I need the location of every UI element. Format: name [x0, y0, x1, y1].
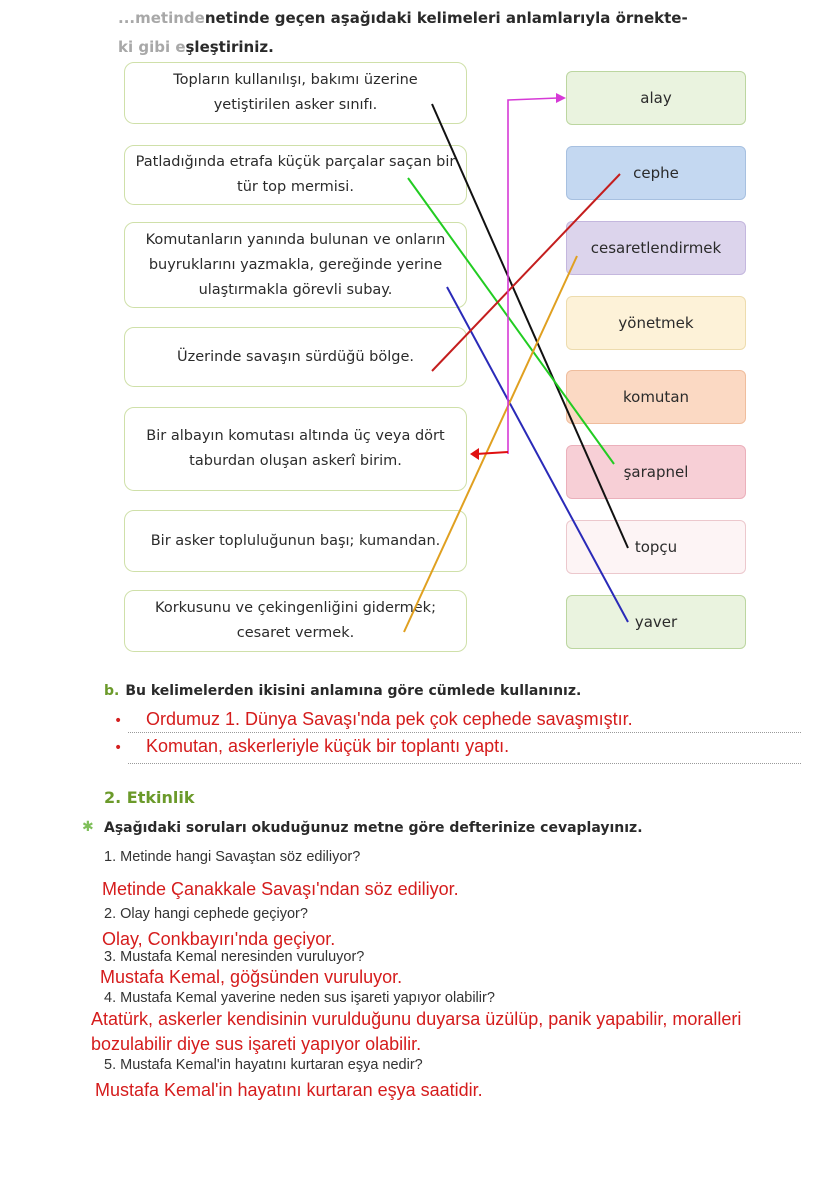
answer-3: Mustafa Kemal, göğsünden vuruluyor.	[100, 967, 403, 987]
word-label: yaver	[634, 613, 678, 631]
activity-instruction-text: Aşağıdaki soruları okuduğunuz metne göre…	[104, 820, 643, 836]
word-label: yönetmek	[618, 314, 694, 332]
intro-faded-2: ki gibi e	[118, 38, 186, 56]
star-icon: ✱	[82, 819, 94, 835]
word-label: komutan	[622, 388, 690, 406]
intro-line-1: netinde geçen aşağıdaki kelimeleri anlam…	[204, 9, 688, 27]
sentence-answer-1: Ordumuz 1. Dünya Savaşı'nda pek çok ceph…	[146, 709, 633, 729]
question-2: 2. Olay hangi cephede geçiyor?	[104, 906, 308, 922]
instruction-text: ...metindenetinde geçen aşağıdaki kelime…	[118, 4, 798, 62]
activity-heading: 2. Etkinlik	[104, 788, 195, 807]
answer-line	[128, 762, 801, 764]
word-label: cephe	[633, 164, 679, 182]
answer-2: Olay, Conkbayırı'nda geçiyor.	[102, 929, 336, 949]
match-line-alay-path	[507, 97, 559, 454]
question-3: 3. Mustafa Kemal neresinden vuruluyor?	[104, 949, 365, 965]
definition-box-6: Bir asker topluluğunun başı; kumandan.	[124, 510, 467, 572]
part-b-text: Bu kelimelerden ikisini anlamına göre cü…	[125, 683, 582, 699]
question-1: 1. Metinde hangi Savaştan söz ediliyor?	[104, 849, 361, 865]
definition-box-5: Bir albayın komutası altında üç veya dör…	[124, 407, 467, 491]
word-box-cephe: cephe	[566, 146, 746, 200]
answer-5: Mustafa Kemal'in hayatını kurtaran eşya …	[95, 1080, 483, 1100]
definition-box-3: Komutanların yanında bulunan ve onların …	[124, 222, 467, 308]
word-label: cesaretlendirmek	[590, 239, 722, 257]
activity-instruction: ✱ Aşağıdaki soruları okuduğunuz metne gör…	[82, 819, 643, 836]
word-label: topçu	[634, 538, 678, 556]
answer-line	[128, 731, 801, 733]
word-box-topcu: topçu	[566, 520, 746, 574]
definition-box-1: Topların kullanılışı, bakımı üzerine yet…	[124, 62, 467, 124]
part-b-instruction: b. Bu kelimelerden ikisini anlamına göre …	[104, 683, 581, 699]
definition-box-7: Korkusunu ve çekingenliğini gidermek; ce…	[124, 590, 467, 652]
word-label: şarapnel	[623, 463, 689, 481]
question-4: 4. Mustafa Kemal yaverine neden sus işar…	[104, 990, 495, 1006]
word-box-alay: alay	[566, 71, 746, 125]
arrowhead-alay	[556, 93, 566, 103]
definition-box-2: Patladığında etrafa küçük parçalar saçan…	[124, 145, 467, 205]
answer-4-line-1: Atatürk, askerler kendisinin vurulduğunu…	[91, 1009, 742, 1029]
bullet: •	[114, 740, 123, 756]
word-box-yonetmek: yönetmek	[566, 296, 746, 350]
word-box-cesaretlendirmek: cesaretlendirmek	[566, 221, 746, 275]
bullet: •	[114, 713, 123, 729]
intro-line-2: şleştiriniz.	[185, 38, 274, 56]
intro-faded-1: ...metinde	[118, 9, 205, 27]
match-line-alay-end	[475, 451, 509, 455]
word-box-komutan: komutan	[566, 370, 746, 424]
word-label: alay	[640, 89, 672, 107]
answer-4-line-2: bozulabilir diye sus işareti yapıyor ola…	[91, 1034, 422, 1054]
sentence-answer-2: Komutan, askerleriyle küçük bir toplantı…	[146, 736, 510, 756]
part-b-label: b.	[104, 683, 120, 699]
word-box-sarapnel: şarapnel	[566, 445, 746, 499]
word-box-yaver: yaver	[566, 595, 746, 649]
definition-box-4: Üzerinde savaşın sürdüğü bölge.	[124, 327, 467, 387]
answer-1: Metinde Çanakkale Savaşı'ndan söz ediliy…	[102, 879, 459, 899]
arrowhead-alay-definition	[470, 448, 479, 460]
question-5: 5. Mustafa Kemal'in hayatını kurtaran eş…	[104, 1057, 423, 1073]
